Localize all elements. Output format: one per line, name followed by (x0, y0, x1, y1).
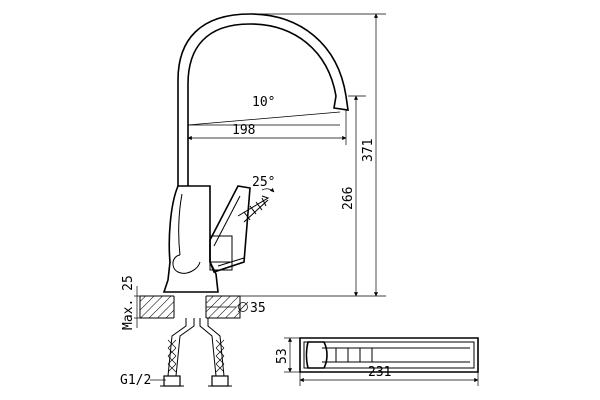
height-dimensions: 266 371 (240, 13, 386, 297)
total-height-label: 371 (361, 139, 376, 162)
spout-height-label: 266 (341, 187, 356, 210)
thread-label: G1/2 (120, 373, 151, 388)
handle-angle-dimension: 25° (252, 175, 275, 193)
spout-angle-dimension: 10° (187, 95, 341, 126)
countertop-section (139, 292, 241, 322)
max-thickness-label: Max. 25 (121, 275, 136, 330)
hole-diameter-dimension: 35 (206, 301, 266, 316)
faucet-body (162, 13, 349, 293)
base-length-label: 231 (368, 365, 391, 380)
supply-hoses (160, 318, 232, 387)
base-width-label: 53 (275, 348, 290, 364)
handle-angle-label: 25° (252, 175, 275, 190)
max-thickness-dimension: Max. 25 (121, 275, 140, 330)
hole-diameter-label: 35 (250, 301, 266, 316)
reach-dimension: 198 (187, 110, 347, 145)
base-top-view: 53 231 (275, 337, 479, 386)
reach-label: 198 (232, 123, 255, 138)
spout-angle-label: 10° (252, 95, 275, 110)
